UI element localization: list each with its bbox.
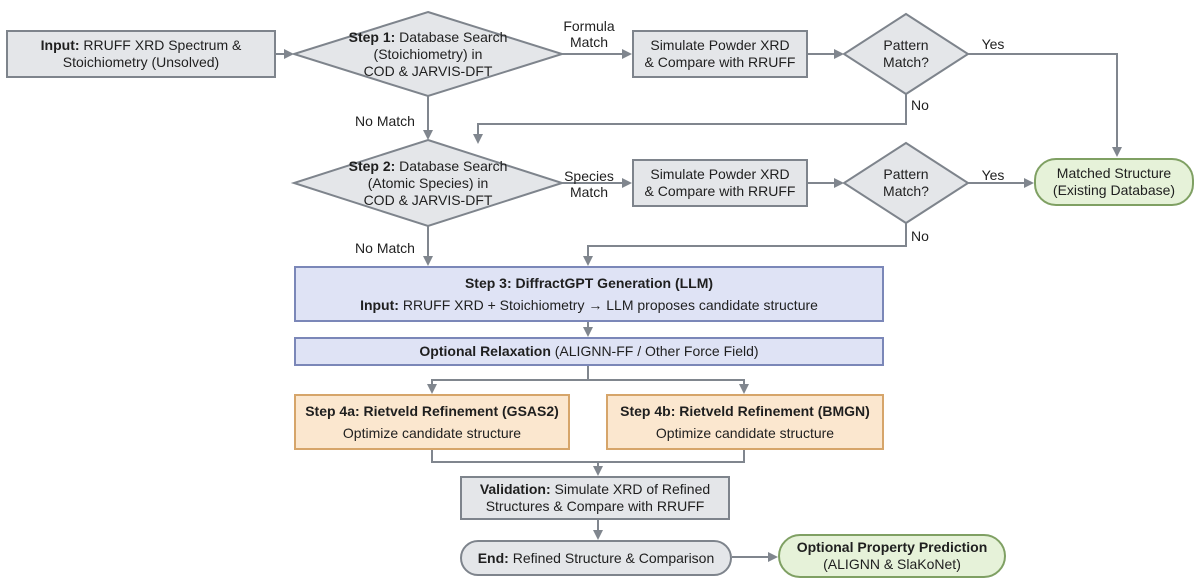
step4b-title: Step 4b: Rietveld Refinement (BMGN) [620, 402, 870, 419]
step3-input-bold: Input: [360, 296, 399, 313]
simulate-box-2: Simulate Powder XRD & Compare with RRUFF [632, 159, 808, 207]
relaxation-box: Optional Relaxation (ALIGNN-FF / Other F… [294, 337, 884, 366]
label-formula-line2: Match [569, 34, 609, 50]
property-title: Optional Property Prediction [796, 539, 988, 555]
property-prediction-terminal: Optional Property Prediction (ALIGNN & S… [778, 534, 1006, 578]
input-box: Input: RRUFF XRD Spectrum & Stoichiometr… [6, 30, 276, 78]
validation-box: Validation: Simulate XRD of Refined Stru… [460, 476, 730, 520]
relax-bold: Optional Relaxation [419, 343, 551, 359]
sim1-line1: Simulate Powder XRD [650, 37, 790, 53]
pattern-match-decision-1: Pattern Match? [860, 36, 952, 72]
pm1-line1: Pattern [883, 37, 929, 53]
step1-bold: Step 1: [348, 28, 396, 45]
input-line2: Stoichiometry (Unsolved) [62, 54, 220, 70]
step3-input-text: RRUFF XRD + Stoichiometry → LLM proposes… [398, 296, 818, 313]
step2-line2: (Atomic Species) in [367, 174, 489, 191]
end-bold: End: [477, 549, 509, 566]
label-no-1: No [911, 97, 929, 113]
label-yes-1: Yes [981, 36, 1005, 52]
step2-text: Database Search [395, 157, 508, 174]
pm2-line2: Match? [883, 183, 929, 199]
relax-text: (ALIGNN-FF / Other Force Field) [550, 343, 759, 359]
label-no-2: No [911, 228, 929, 244]
validation-bold: Validation: [479, 481, 551, 497]
label-species-match: Species Match [556, 168, 622, 200]
step1-line2: (Stoichiometry) in [373, 45, 483, 62]
label-yes-2: Yes [981, 167, 1005, 183]
label-species-line2: Match [569, 184, 609, 200]
step2-line3: COD & JARVIS-DFT [363, 191, 493, 208]
step4a-text: Optimize candidate structure [342, 424, 522, 441]
validation-line2: Structures & Compare with RRUFF [485, 498, 705, 514]
step2-bold: Step 2: [348, 157, 396, 174]
label-formula-line1: Formula [563, 18, 615, 34]
step3-title: Step 3: DiffractGPT Generation (LLM) [464, 274, 714, 291]
sim2-line1: Simulate Powder XRD [650, 166, 790, 182]
end-terminal: End: Refined Structure & Comparison [460, 540, 732, 576]
matched-line1: Matched Structure [1056, 165, 1172, 181]
simulate-box-1: Simulate Powder XRD & Compare with RRUFF [632, 30, 808, 78]
matched-line2: (Existing Database) [1052, 182, 1176, 198]
step2-decision: Step 2: Database Search (Atomic Species)… [320, 157, 536, 209]
step4b-box: Step 4b: Rietveld Refinement (BMGN) Opti… [606, 394, 884, 450]
step1-decision: Step 1: Database Search (Stoichiometry) … [320, 28, 536, 80]
sim2-line2: & Compare with RRUFF [644, 183, 796, 199]
step4b-text: Optimize candidate structure [655, 424, 835, 441]
label-species-line1: Species [564, 168, 614, 184]
pm1-line2: Match? [883, 54, 929, 70]
step4a-title: Step 4a: Rietveld Refinement (GSAS2) [305, 402, 559, 419]
end-text: Refined Structure & Comparison [508, 549, 715, 566]
step1-text: Database Search [395, 28, 508, 45]
pattern-match-decision-2: Pattern Match? [860, 165, 952, 201]
pm2-line1: Pattern [883, 166, 929, 182]
matched-structure-terminal: Matched Structure (Existing Database) [1034, 158, 1194, 206]
step3-box: Step 3: DiffractGPT Generation (LLM) Inp… [294, 266, 884, 322]
sim1-line2: & Compare with RRUFF [644, 54, 796, 70]
validation-text: Simulate XRD of Refined [550, 481, 711, 497]
label-formula-match: Formula Match [556, 18, 622, 50]
input-text: RRUFF XRD Spectrum & [79, 37, 242, 53]
step1-line3: COD & JARVIS-DFT [363, 62, 493, 79]
label-no-match-2: No Match [355, 240, 415, 256]
property-text: (ALIGNN & SlaKoNet) [823, 556, 961, 572]
input-bold: Input: [40, 37, 80, 53]
label-no-match-1: No Match [355, 113, 415, 129]
step4a-box: Step 4a: Rietveld Refinement (GSAS2) Opt… [294, 394, 570, 450]
